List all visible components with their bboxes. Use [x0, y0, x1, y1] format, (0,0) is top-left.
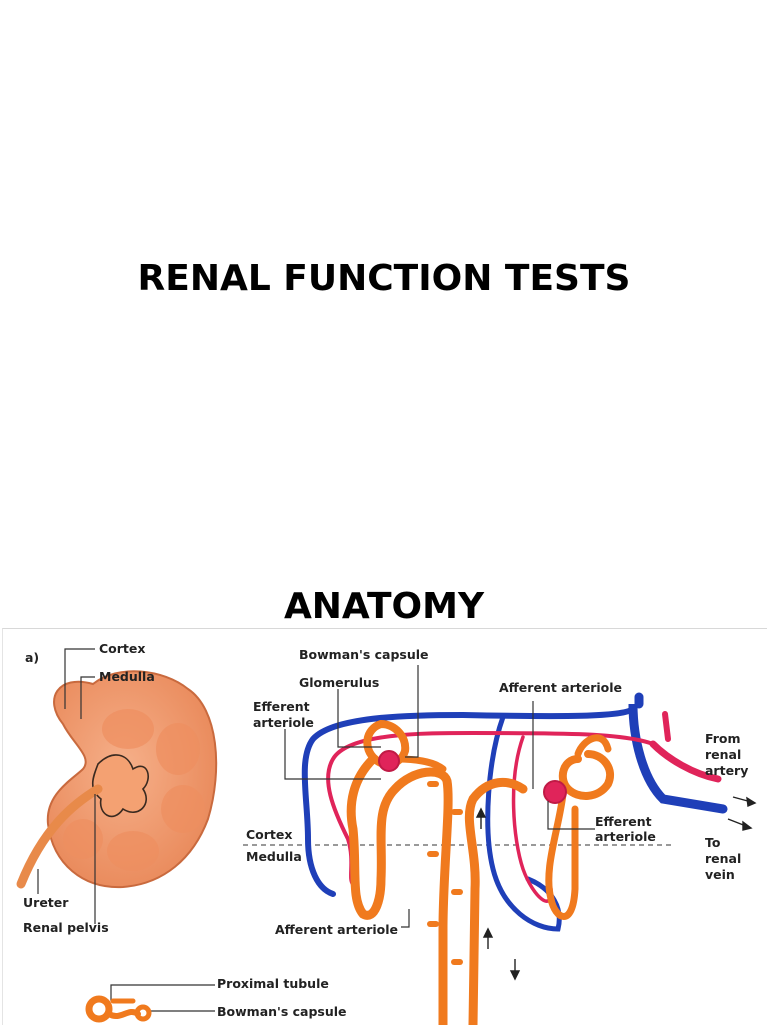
label-medulla: Medulla [99, 669, 155, 684]
collecting-duct-branches [427, 781, 463, 965]
label-from-renal-artery-2: renal [705, 747, 741, 762]
label-cortex: Cortex [99, 641, 145, 656]
panel-letter: a) [25, 650, 39, 665]
glomerulus-1 [378, 750, 400, 772]
label-glomerulus: Glomerulus [299, 675, 379, 690]
label-efferent-arteriole-top-1: Efferent [253, 699, 310, 714]
renal-pelvis-shape [91, 754, 149, 818]
nephron-anatomy-figure: a) Cortex Medulla Ureter Renal pelvis [2, 628, 767, 1025]
nephron-tubules [346, 719, 614, 1025]
flow-arrows [475, 796, 757, 981]
label-efferent-arteriole-right-2: arteriole [595, 829, 656, 844]
label-cortex-zone: Cortex [246, 827, 292, 842]
label-ureter: Ureter [23, 895, 69, 910]
nephron-diagram: a) Cortex Medulla Ureter Renal pelvis [16, 641, 757, 1025]
arterial-vessels [326, 711, 722, 903]
slide-title: RENAL FUNCTION TESTS [137, 258, 631, 299]
label-to-renal-vein-2: renal [705, 851, 741, 866]
label-from-renal-artery-1: From [705, 731, 741, 746]
glomerulus-2 [543, 780, 567, 804]
label-efferent-arteriole-right-1: Efferent [595, 814, 652, 829]
label-proximal-tubule: Proximal tubule [217, 976, 329, 991]
label-afferent-arteriole-top: Afferent arteriole [499, 680, 622, 695]
label-afferent-arteriole-bottom: Afferent arteriole [275, 922, 398, 937]
label-medulla-zone: Medulla [246, 849, 302, 864]
label-from-renal-artery-3: artery [705, 763, 748, 778]
kidney-section [16, 670, 218, 889]
diagram-leaders [110, 665, 595, 1012]
bottom-nephron-fragment [85, 995, 152, 1023]
label-bowmans-capsule-bottom: Bowman's capsule [217, 1004, 347, 1019]
ureter-tube [16, 784, 103, 889]
section-title: ANATOMY [283, 586, 485, 627]
label-renal-pelvis: Renal pelvis [23, 920, 109, 935]
label-to-renal-vein-1: To [705, 835, 721, 850]
label-bowmans-capsule: Bowman's capsule [299, 647, 429, 662]
label-efferent-arteriole-top-2: arteriole [253, 715, 314, 730]
label-to-renal-vein-3: vein [705, 867, 735, 882]
kidney-leaders [37, 648, 96, 924]
